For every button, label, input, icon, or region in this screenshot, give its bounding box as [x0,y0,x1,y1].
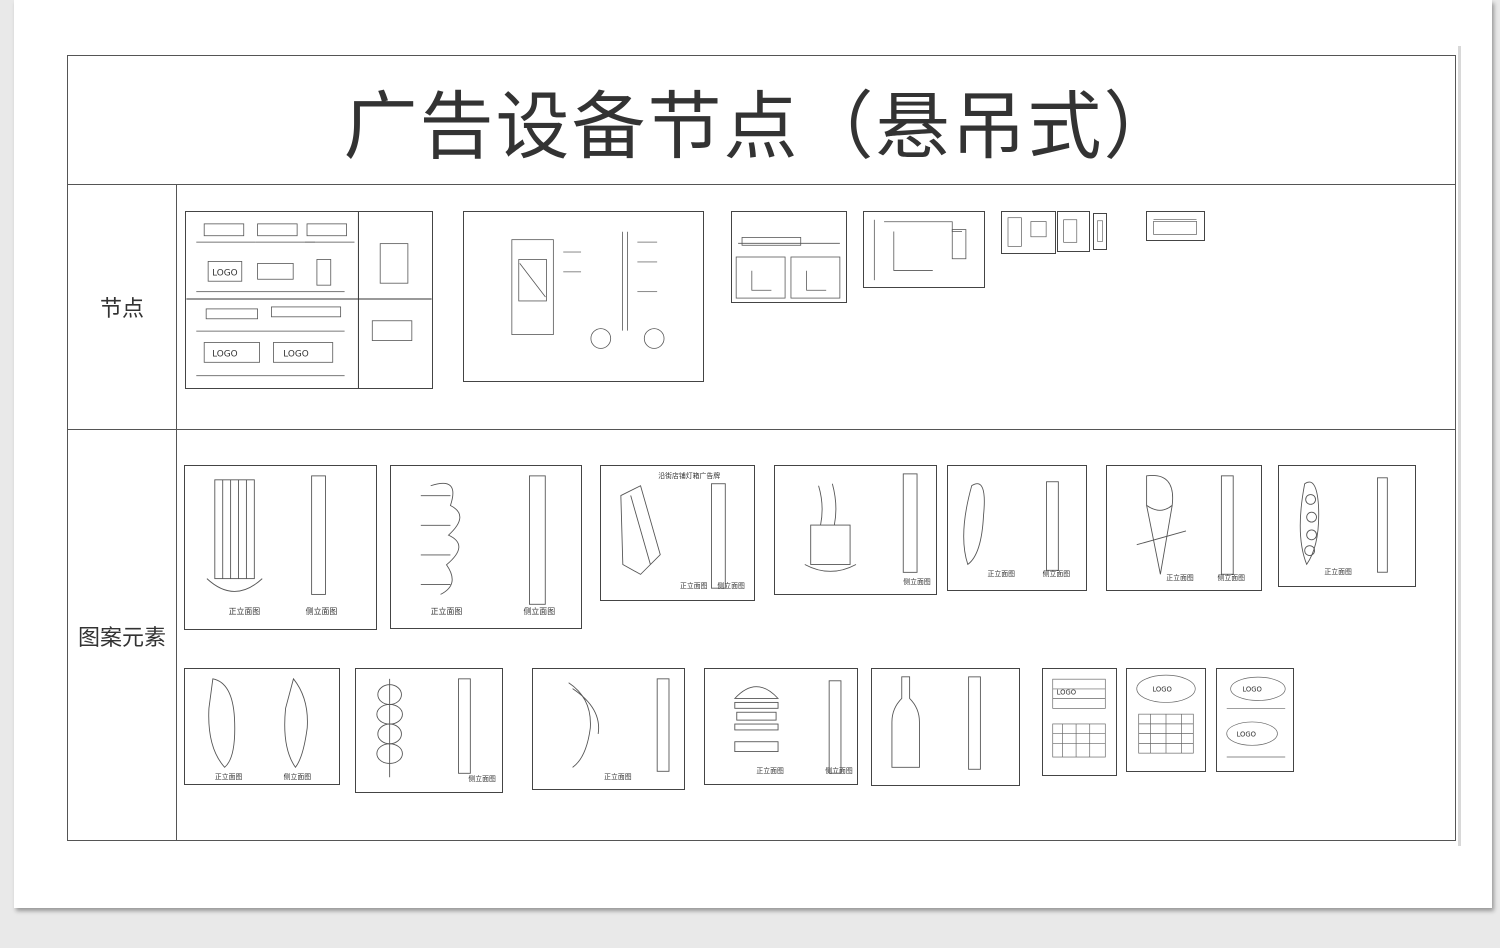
element-drawing-7[interactable]: 正立面图 [1278,465,1416,587]
row-label-elements: 图案元素 [77,625,166,651]
element-14-logo-text: LOGO [1152,686,1172,694]
node-drawing-1[interactable]: LOGO LOGO LOGO [185,211,433,389]
page-title: 广告设备节点（悬吊式） [343,83,1180,170]
element-drawing-12-art [891,676,981,770]
element-1-side-view-label: 侧立面图 [306,606,338,616]
node-drawing-5[interactable] [1001,211,1056,254]
element-13-logo-text: LOGO [1057,689,1077,697]
column-divider [176,184,177,840]
node-drawing-2[interactable] [463,211,704,382]
element-drawing-6-art: 正立面图 侧立面图 [1136,474,1245,582]
element-drawing-15-art: LOGO LOGO [1226,676,1286,758]
element-4-side-view-label: 侧立面图 [903,577,931,586]
title-block-frame: 广告设备节点（悬吊式） 节点 图案元素 [67,55,1456,841]
row-label-nodes: 节点 [99,296,144,322]
element-drawing-14-art: LOGO [1136,674,1196,754]
element-3-side-view-label: 侧立面图 [717,581,745,590]
node-drawing-5-art [1007,217,1047,247]
element-drawing-4-art: 侧立面图 [804,473,931,586]
title-row: 广告设备节点（悬吊式） [68,56,1455,185]
node-logo-text-2: LOGO [212,349,237,359]
element-drawing-12[interactable] [871,668,1020,786]
element-drawing-5-art: 正立面图 侧立面图 [963,481,1071,578]
element-drawing-13-art: LOGO [1052,678,1106,758]
element-drawing-8[interactable]: 正立面图 侧立面图 [184,668,340,785]
node-drawing-7[interactable] [1093,213,1107,250]
element-drawing-14[interactable]: LOGO [1126,668,1206,772]
element-2-side-view-label: 侧立面图 [524,606,556,616]
element-6-front-view-label: 正立面图 [1166,573,1194,582]
node-drawing-4-art [873,219,967,281]
element-drawing-6[interactable]: 正立面图 侧立面图 [1106,465,1262,591]
node-drawing-3[interactable] [731,211,847,303]
node-drawing-7-art [1097,220,1103,242]
element-drawing-2[interactable]: 正立面图 侧立面图 [390,465,582,629]
element-8-side-view-label: 侧立面图 [284,772,312,781]
element-drawing-1-art: 正立面图 侧立面图 [206,475,338,616]
node-drawing-2-art [511,231,665,349]
element-drawing-10[interactable]: 正立面图 [532,668,685,790]
element-drawing-2-art: 正立面图 侧立面图 [420,475,556,616]
element-drawing-10-art: 正立面图 [568,678,670,781]
element-drawing-9-art: 侧立面图 [376,678,496,783]
element-5-side-view-label: 侧立面图 [1043,569,1071,578]
node-drawing-1-art: LOGO LOGO LOGO [186,212,432,388]
element-3-caption: 沿街店铺灯箱广告牌 [658,471,720,480]
node-drawing-3-art [735,237,841,299]
node-drawing-4[interactable] [863,211,985,288]
element-drawing-13[interactable]: LOGO [1042,668,1117,776]
element-1-front-view-label: 正立面图 [229,606,261,616]
element-drawing-9[interactable]: 侧立面图 [355,668,503,793]
element-10-front-view-label: 正立面图 [604,772,632,781]
element-7-front-view-label: 正立面图 [1324,567,1352,576]
element-8-front-view-label: 正立面图 [215,772,243,781]
drawing-sheet: 广告设备节点（悬吊式） 节点 图案元素 LOGO LOGO LOGO [14,0,1492,908]
element-6-side-view-label: 侧立面图 [1217,573,1245,582]
node-drawing-6[interactable] [1057,211,1090,252]
element-drawing-5[interactable]: 正立面图 侧立面图 [947,465,1087,591]
element-5-front-view-label: 正立面图 [987,569,1015,578]
element-2-front-view-label: 正立面图 [431,606,463,616]
element-9-side-view-label: 侧立面图 [468,774,496,783]
element-drawing-15[interactable]: LOGO LOGO [1216,668,1294,772]
node-logo-text-3: LOGO [283,349,308,359]
row-divider [68,429,1455,430]
element-3-front-view-label: 正立面图 [680,581,708,590]
element-drawing-8-art: 正立面图 侧立面图 [208,677,312,781]
element-drawing-1[interactable]: 正立面图 侧立面图 [184,465,377,630]
node-drawing-6-art [1063,219,1078,243]
element-15-logo-text-1: LOGO [1242,686,1262,694]
element-drawing-7-art: 正立面图 [1299,477,1388,576]
sheet-edge-shadow [1458,46,1461,846]
element-drawing-3-art: 沿街店铺灯箱广告牌 正立面图 侧立面图 [620,471,745,590]
element-15-logo-text-2: LOGO [1236,731,1256,739]
node-logo-text-1: LOGO [212,268,237,278]
element-11-side-view-label: 侧立面图 [825,766,853,775]
element-drawing-11-art: 正立面图 侧立面图 [733,680,853,775]
element-drawing-11[interactable]: 正立面图 侧立面图 [704,668,858,785]
node-drawing-8-art [1153,219,1197,235]
element-drawing-4[interactable]: 侧立面图 [774,465,937,595]
node-drawing-8[interactable] [1146,211,1205,241]
element-drawing-3[interactable]: 沿街店铺灯箱广告牌 正立面图 侧立面图 [600,465,755,601]
element-11-front-view-label: 正立面图 [756,766,784,775]
